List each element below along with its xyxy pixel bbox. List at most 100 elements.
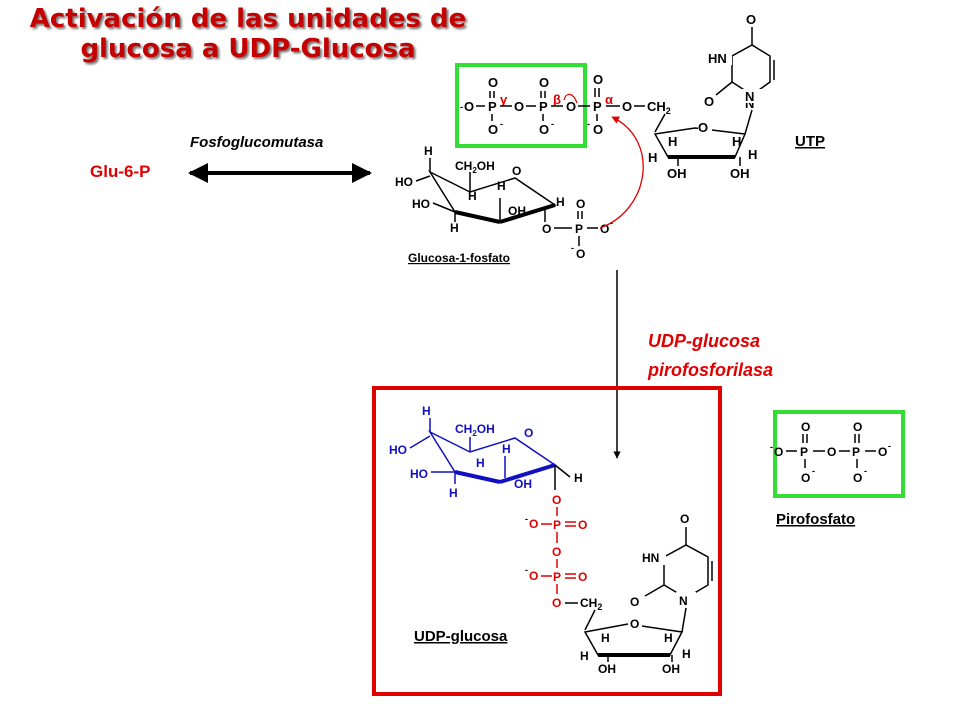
svg-text:H: H	[748, 147, 757, 162]
svg-text:HN: HN	[642, 551, 659, 565]
svg-text:O: O	[576, 247, 585, 261]
svg-text:P: P	[553, 570, 561, 584]
svg-text:O: O	[539, 75, 549, 90]
pirofosfato-molecule: - O P O O - O P O O - O -	[770, 420, 891, 485]
svg-text:H: H	[648, 150, 657, 165]
svg-text:OH: OH	[662, 662, 680, 676]
svg-text:O: O	[578, 518, 587, 532]
svg-text:N: N	[679, 594, 688, 608]
title-line-1: Activación de las unidades de	[29, 4, 467, 34]
svg-text:-: -	[551, 119, 554, 129]
svg-text:H: H	[497, 179, 506, 193]
svg-text:H: H	[556, 195, 565, 209]
svg-text:OH: OH	[667, 166, 687, 181]
svg-text:OH: OH	[598, 662, 616, 676]
svg-text:O: O	[801, 420, 810, 434]
svg-text:O: O	[488, 75, 498, 90]
svg-text:P: P	[575, 222, 583, 236]
slide-title: Activación de las unidades de glucosa a …	[8, 4, 488, 64]
svg-text:O: O	[630, 595, 639, 609]
svg-text:O: O	[698, 120, 708, 135]
nucleophilic-attack-arrow	[599, 116, 644, 229]
svg-text:N: N	[745, 89, 754, 104]
udp-glucosa-label: UDP-glucosa	[414, 628, 508, 645]
svg-text:O: O	[827, 445, 836, 459]
fosfoglucomutasa-label: Fosfoglucomutasa	[190, 134, 324, 151]
svg-text:O: O	[552, 545, 561, 559]
svg-text:O: O	[576, 197, 585, 211]
svg-text:β: β	[553, 92, 561, 107]
svg-text:-: -	[525, 565, 528, 575]
svg-text:-: -	[770, 442, 773, 452]
svg-text:O: O	[529, 517, 538, 531]
svg-text:O: O	[464, 99, 474, 114]
svg-text:OH: OH	[730, 166, 750, 181]
svg-text:H: H	[502, 442, 511, 456]
pirofosforilasa-label-1: UDP-glucosa	[648, 331, 761, 351]
svg-text:HO: HO	[389, 443, 407, 457]
udp-glucosa-molecule: O H HO CH2OH H HO H H OH H O - O P	[389, 404, 713, 676]
svg-text:O: O	[566, 99, 576, 114]
pirofosfato-label: Pirofosfato	[776, 511, 855, 528]
svg-text:O: O	[593, 122, 603, 137]
svg-text:O: O	[578, 570, 587, 584]
svg-text:H: H	[580, 649, 589, 663]
svg-text:CH2: CH2	[647, 99, 671, 116]
svg-text:O: O	[593, 72, 603, 87]
svg-text:HO: HO	[410, 467, 428, 481]
svg-text:O: O	[680, 512, 689, 526]
svg-text:-: -	[571, 243, 574, 253]
svg-text:CH2: CH2	[580, 596, 602, 612]
svg-text:H: H	[682, 647, 691, 661]
green-box-pirofosfato	[773, 410, 905, 498]
svg-text:O: O	[600, 222, 609, 236]
svg-text:HO: HO	[395, 175, 413, 189]
svg-text:H: H	[468, 189, 477, 203]
svg-text:O: O	[853, 420, 862, 434]
svg-text:-: -	[864, 466, 867, 476]
svg-text:H: H	[422, 404, 431, 418]
svg-text:P: P	[539, 99, 548, 114]
svg-text:CH2OH: CH2OH	[455, 422, 495, 438]
svg-text:H: H	[476, 456, 485, 470]
svg-text:γ: γ	[500, 92, 508, 107]
svg-text:OH: OH	[508, 204, 526, 218]
svg-text:O: O	[529, 569, 538, 583]
glucosa-1-fosfato-label: Glucosa-1-fosfato	[408, 251, 510, 265]
svg-text:HN: HN	[708, 51, 727, 66]
svg-text:CH2OH: CH2OH	[455, 159, 495, 175]
svg-text:O: O	[630, 617, 639, 631]
svg-text:-: -	[525, 514, 528, 524]
svg-text:-: -	[812, 466, 815, 476]
svg-text:O: O	[853, 471, 862, 485]
pirofosforilasa-label-2: pirofosforilasa	[648, 360, 774, 380]
glucosa-1-fosfato-molecule: O H HO CH2OH H HO H H OH H O P O O - O -	[395, 144, 613, 261]
utp-molecule: - O P O O - γ O P O O - β O P α O O - O	[460, 12, 775, 181]
svg-text:P: P	[553, 518, 561, 532]
red-box-udp-glucosa	[372, 386, 722, 696]
svg-text:O: O	[524, 426, 533, 440]
svg-text:O: O	[704, 94, 714, 109]
svg-text:O: O	[746, 12, 756, 27]
svg-text:P: P	[593, 99, 602, 114]
svg-text:H: H	[449, 486, 458, 500]
pyrophosphate-leaving-arrow	[563, 93, 578, 104]
svg-text:O: O	[552, 596, 561, 610]
svg-text:O: O	[514, 99, 524, 114]
svg-text:P: P	[800, 445, 808, 459]
svg-text:H: H	[601, 631, 610, 645]
glu-6-p-label: Glu-6-P	[90, 162, 151, 181]
svg-text:O: O	[878, 445, 887, 459]
svg-text:H: H	[424, 144, 433, 158]
svg-text:H: H	[574, 471, 583, 485]
svg-text:N: N	[745, 96, 754, 111]
svg-text:P: P	[488, 99, 497, 114]
svg-text:OH: OH	[514, 477, 532, 491]
svg-text:O: O	[542, 222, 551, 236]
svg-text:-: -	[460, 102, 463, 112]
svg-text:-: -	[888, 441, 891, 451]
svg-text:P: P	[852, 445, 860, 459]
svg-text:-: -	[587, 119, 590, 129]
utp-label: UTP	[795, 133, 825, 150]
